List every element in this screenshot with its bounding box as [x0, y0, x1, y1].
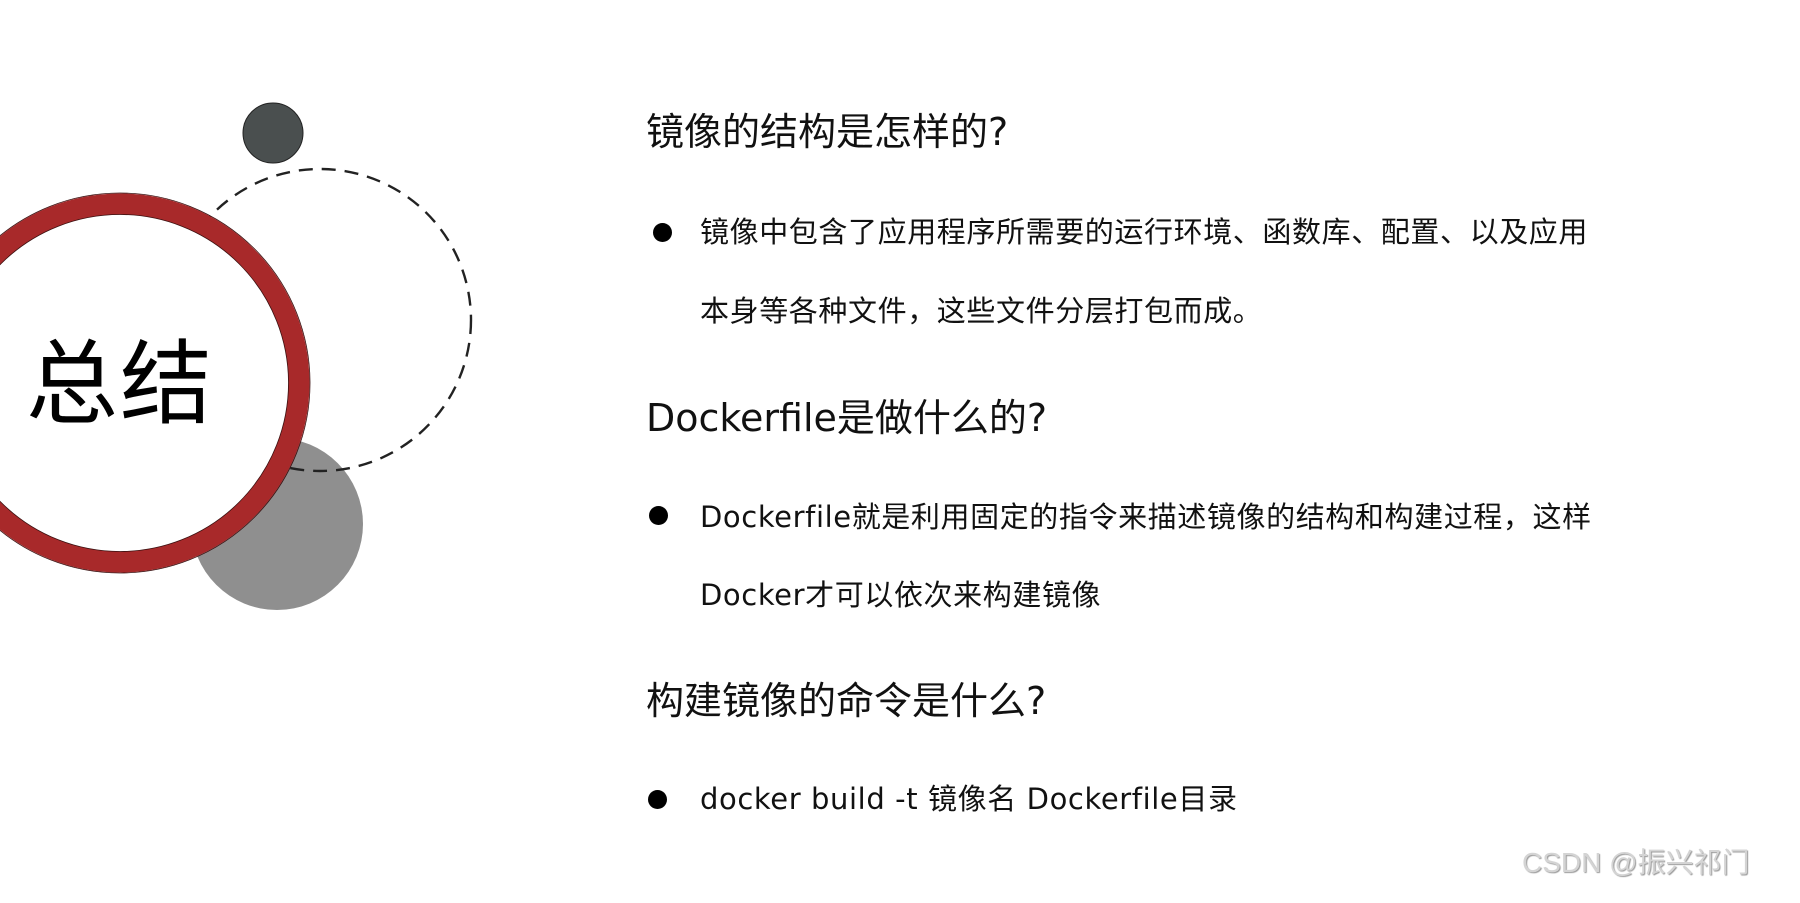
bullet-icon — [648, 790, 667, 809]
section-heading-build-command: 构建镜像的命令是什么? — [646, 679, 1047, 723]
decorative-circles-graphic: 总结 — [0, 0, 600, 700]
bullet-text-line: Docker才可以依次来构建镜像 — [700, 578, 1102, 612]
bullet-text-line: 镜像中包含了应用程序所需要的运行环境、函数库、配置、以及应用 — [700, 215, 1589, 249]
red-ring-icon — [0, 193, 310, 573]
watermark: CSDN @振兴祁门 — [1522, 847, 1750, 878]
bullet-text-line: docker build -t 镜像名 Dockerfile目录 — [700, 782, 1238, 816]
bullet-text-line: Dockerfile就是利用固定的指令来描述镜像的结构和构建过程，这样 — [700, 500, 1592, 534]
dark-dot-icon — [242, 102, 304, 164]
bullet-icon — [649, 506, 668, 525]
bullet-icon — [653, 223, 672, 242]
section-heading-image-structure: 镜像的结构是怎样的? — [646, 110, 1009, 154]
bullet-text-line: 本身等各种文件，这些文件分层打包而成。 — [700, 294, 1263, 328]
dashed-circle-icon — [167, 167, 473, 473]
section-heading-dockerfile: Dockerfile是做什么的? — [646, 396, 1048, 440]
circles-icon — [0, 102, 473, 610]
slide-title: 总结 — [25, 331, 214, 438]
